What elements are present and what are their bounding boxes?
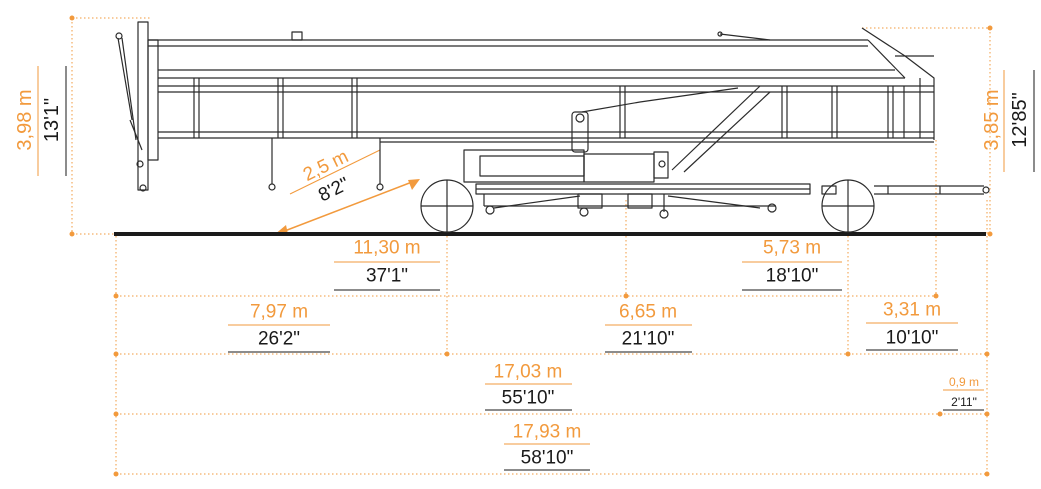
front-section-metric: 7,97 m (249, 301, 309, 323)
ground-line (114, 232, 986, 236)
rear-section-imperial: 10'10" (885, 327, 939, 349)
front-to-axle-metric: 11,30 m (353, 237, 421, 259)
label-rules (37, 66, 1035, 471)
drawbar-imperial: 2'11" (951, 395, 977, 409)
machine (115, 21, 990, 233)
rear-section-metric: 3,31 m (882, 299, 942, 321)
total-length-metric: 17,93 m (512, 421, 582, 443)
rear-overhang-imperial: 18'10" (765, 265, 819, 287)
height-left-imperial: 13'1" (41, 97, 63, 143)
drawbar-metric: 0,9 m (948, 375, 980, 389)
body-length-imperial: 55'10" (501, 387, 555, 409)
dimension-endpoints (69, 15, 993, 477)
dimension-guides (71, 17, 991, 476)
front-section-imperial: 26'2" (257, 328, 301, 350)
rear-overhang-metric: 5,73 m (762, 237, 822, 259)
height-left-metric: 3,98 m (14, 89, 36, 151)
total-length-imperial: 58'10" (520, 447, 574, 469)
height-right-imperial: 12'85" (1009, 92, 1031, 148)
wheelbase-metric: 6,65 m (618, 301, 678, 323)
body-length-metric: 17,03 m (493, 361, 563, 383)
wheelbase-imperial: 21'10" (621, 328, 675, 350)
front-to-axle-imperial: 37'1" (365, 265, 409, 287)
height-right-metric: 3,85 m (981, 89, 1003, 151)
